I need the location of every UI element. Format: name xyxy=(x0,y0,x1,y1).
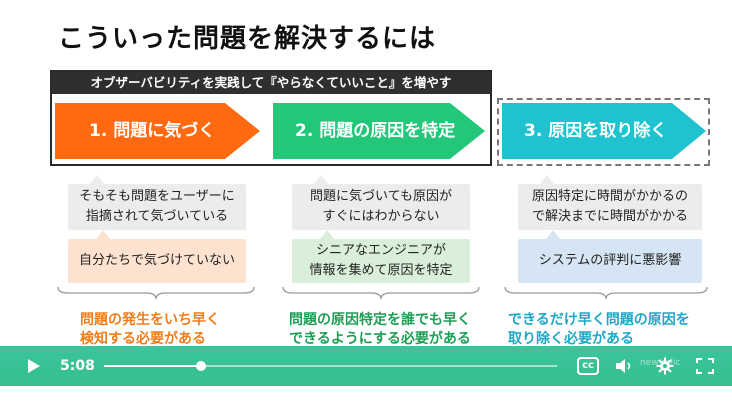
dashed-frame xyxy=(497,98,710,166)
brace-2 xyxy=(282,286,480,300)
fullscreen-icon xyxy=(696,358,714,374)
consequence-2-line-1: シニアなエンジニアが xyxy=(315,243,446,258)
consequence-box-3: システムの評判に悪影響 xyxy=(518,230,702,283)
problem-2-line-2: すぐにはわからない xyxy=(322,209,440,224)
step-arrow-3: 3. 原因を取り除く xyxy=(502,103,706,159)
need-3-line-2: 取り除く必要がある xyxy=(508,331,634,347)
problem-1-line-1: そもそも問題をユーザーに xyxy=(79,189,235,204)
problem-2-line-1: 問題に気づいても原因が xyxy=(310,189,452,204)
need-1-line-2: 検知する必要がある xyxy=(80,331,206,347)
watermark-logo: new relic xyxy=(640,358,681,368)
need-2-line-1: 問題の原因特定を誰でも早く xyxy=(289,312,471,328)
problem-3-line-2: で解決までに時間がかかる xyxy=(531,209,688,224)
need-3-line-1: できるだけ早く問題の原因を xyxy=(508,312,690,328)
banner-text: オブザーバビリティを実践して『やらなくていいこと』を増やす xyxy=(52,72,490,94)
gear-icon xyxy=(656,357,674,375)
progress-thumb[interactable] xyxy=(196,361,207,371)
consequence-box-1: 自分たちで気づけていない xyxy=(68,230,246,283)
problem-bubble-2: 問題に気づいても原因が すぐにはわからない xyxy=(292,175,470,230)
problem-bubble-1: そもそも問題をユーザーに 指摘されて気づいている xyxy=(68,175,246,230)
need-text-1: 問題の発生をいち早く 検知する必要がある xyxy=(80,311,220,349)
brace-1 xyxy=(57,286,255,300)
cc-icon: cc xyxy=(577,357,599,375)
volume-icon xyxy=(616,359,631,373)
step-arrow-shape-2 xyxy=(273,103,485,159)
fullscreen-button[interactable] xyxy=(692,346,718,386)
progress-track[interactable] xyxy=(104,361,557,371)
problem-bubble-3: 原因特定に時間がかかるの で解決までに時間がかかる xyxy=(518,175,702,230)
need-2-line-2: できるようにする必要がある xyxy=(289,331,471,347)
captions-button[interactable]: cc xyxy=(574,346,602,386)
settings-button[interactable] xyxy=(652,346,678,386)
progress-fill xyxy=(104,365,202,367)
play-button[interactable] xyxy=(22,346,46,386)
need-text-3: できるだけ早く問題の原因を 取り除く必要がある xyxy=(508,311,690,349)
step-arrow-shape-3 xyxy=(502,103,706,159)
consequence-1-line-1: 自分たちで気づけていない xyxy=(78,253,235,268)
step-label-3: 3. 原因を取り除く xyxy=(524,121,668,141)
volume-button[interactable] xyxy=(612,346,640,386)
play-icon xyxy=(28,359,40,373)
current-time: 5:08 xyxy=(60,358,95,374)
slide-title: こういった問題を解決するには xyxy=(58,24,437,54)
consequence-2-line-2: 情報を集めて原因を特定 xyxy=(309,263,453,278)
step-arrow-2: 2. 問題の原因を特定 xyxy=(273,103,485,159)
need-text-2: 問題の原因特定を誰でも早く できるようにする必要がある xyxy=(289,311,471,349)
video-control-bar: 5:08 cc new relic xyxy=(0,346,732,386)
problem-1-line-2: 指摘されて気づいている xyxy=(85,209,229,224)
consequence-3-line-1: システムの評判に悪影響 xyxy=(538,253,682,268)
step-label-1: 1. 問題に気づく xyxy=(89,121,216,141)
problem-3-line-1: 原因特定に時間がかかるの xyxy=(531,189,688,204)
step-arrow-shape-1 xyxy=(55,103,260,159)
brace-3 xyxy=(504,286,708,300)
step-label-2: 2. 問題の原因を特定 xyxy=(295,121,456,141)
need-1-line-1: 問題の発生をいち早く xyxy=(80,312,220,328)
step-arrow-1: 1. 問題に気づく xyxy=(55,103,260,159)
banner-frame: オブザーバビリティを実践して『やらなくていいこと』を増やす xyxy=(50,70,492,166)
consequence-box-2: シニアなエンジニアが 情報を集めて原因を特定 xyxy=(292,230,470,283)
